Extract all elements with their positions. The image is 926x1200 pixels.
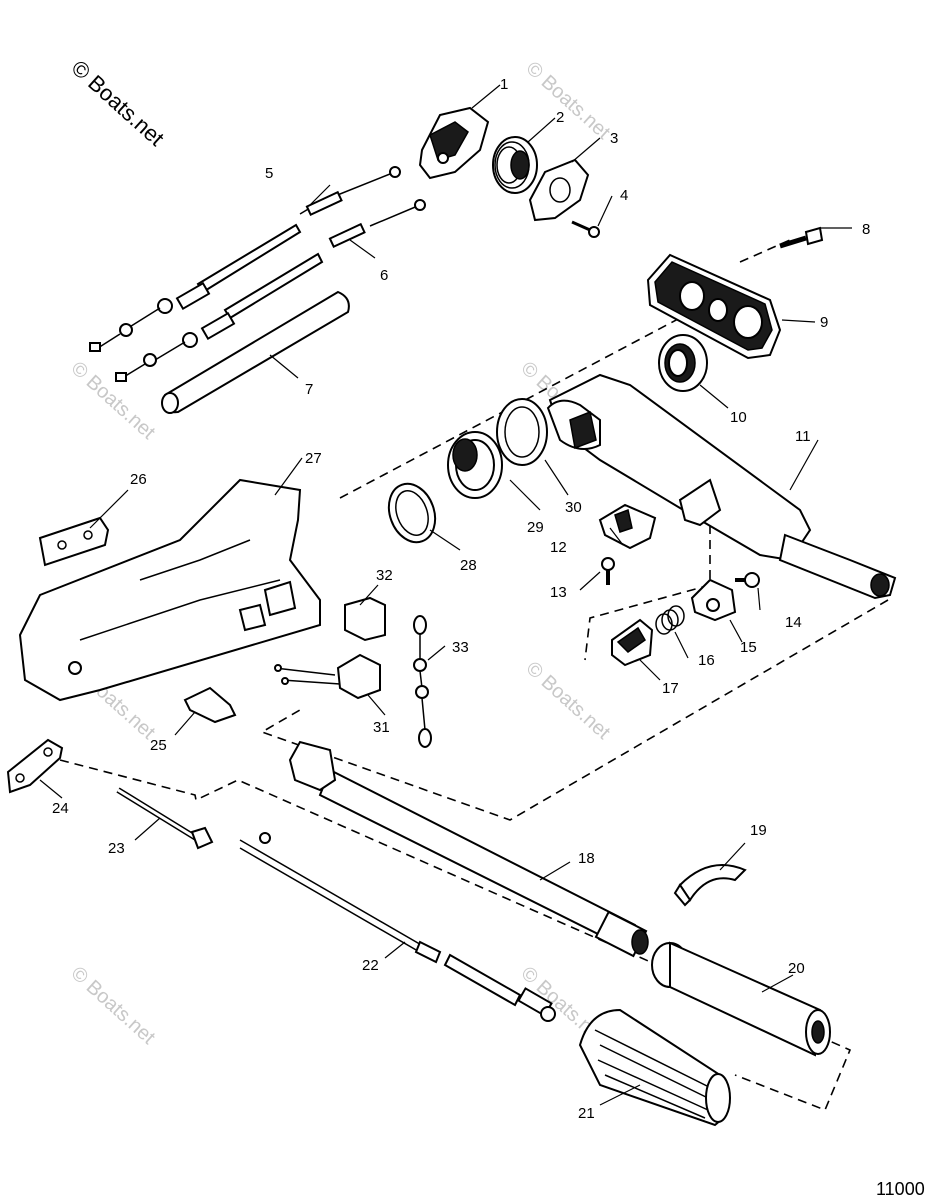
- part-25-clip: [183, 686, 237, 724]
- callout-4: 4: [620, 187, 628, 204]
- part-5-cable: [89, 166, 401, 352]
- figure-number: 11000: [876, 1179, 925, 1199]
- part-3-plate: [528, 158, 590, 222]
- callout-19: 19: [750, 822, 767, 839]
- watermark-faint-5: © Boats.net: [522, 657, 615, 744]
- part-10-grommet: [658, 334, 708, 392]
- part-12-clip: [598, 503, 657, 550]
- part-22-cable: [239, 832, 556, 1022]
- callout-25: 25: [150, 737, 167, 754]
- watermark-faint-6: © Boats.net: [67, 962, 160, 1049]
- part-8-bolt: [779, 226, 824, 249]
- callout-15: 15: [740, 639, 757, 656]
- callout-14: 14: [785, 614, 802, 631]
- callout-13: 13: [550, 584, 567, 601]
- callout-7: 7: [305, 381, 313, 398]
- callout-20: 20: [788, 960, 805, 977]
- callout-2: 2: [556, 109, 564, 126]
- callout-24: 24: [52, 800, 69, 817]
- callout-27: 27: [305, 450, 322, 467]
- part-14-screw: [735, 572, 760, 588]
- part-7-hose: [161, 290, 350, 414]
- part-30-washer: [496, 398, 548, 466]
- part-1-cam-housing: [418, 106, 490, 180]
- leader-lines: [39, 84, 852, 1106]
- callout-28: 28: [460, 557, 477, 574]
- part-2-spring: [492, 136, 538, 194]
- callout-32: 32: [376, 567, 393, 584]
- callout-31: 31: [373, 719, 390, 736]
- part-32-clip: [344, 596, 386, 642]
- callout-17: 17: [662, 680, 679, 697]
- part-4-screw: [571, 220, 600, 238]
- callout-10: 10: [730, 409, 747, 426]
- callout-16: 16: [698, 652, 715, 669]
- part-6-cable: [115, 199, 426, 382]
- callout-33: 33: [452, 639, 469, 656]
- part-23-bolt: [116, 787, 214, 850]
- part-21-grip: [578, 1008, 731, 1127]
- part-31-switch: [274, 653, 381, 700]
- part-9-cover: [646, 253, 782, 360]
- callout-21: 21: [578, 1105, 595, 1122]
- part-13-screw: [601, 557, 615, 585]
- part-17-knob: [611, 618, 654, 667]
- part-24-bracket: [6, 738, 64, 794]
- part-18-tube: [288, 740, 649, 958]
- part-27-bracket-casting: [18, 478, 321, 702]
- callout-29: 29: [527, 519, 544, 536]
- callouts: 1 2 3 4 5 6 7 8 9 10 11 12 13 14 15 16 1…: [52, 76, 870, 1122]
- callout-1: 1: [500, 76, 508, 93]
- callout-3: 3: [610, 130, 618, 147]
- part-33-lanyard: [413, 615, 432, 748]
- callout-5: 5: [265, 165, 273, 182]
- watermark-main: © Boats.net: [67, 55, 169, 151]
- part-26-pad: [38, 516, 110, 567]
- part-29-bushing: [447, 431, 503, 499]
- part-20-grip-sleeve: [651, 941, 831, 1057]
- callout-8: 8: [862, 221, 870, 238]
- callout-23: 23: [108, 840, 125, 857]
- callout-18: 18: [578, 850, 595, 867]
- callout-6: 6: [380, 267, 388, 284]
- part-19-shim: [673, 864, 747, 907]
- callout-9: 9: [820, 314, 828, 331]
- callout-22: 22: [362, 957, 379, 974]
- part-16-spring: [655, 605, 685, 635]
- part-28-ring: [387, 482, 437, 544]
- callout-26: 26: [130, 471, 147, 488]
- callout-12: 12: [550, 539, 567, 556]
- watermark-faint-1: © Boats.net: [522, 57, 615, 144]
- callout-30: 30: [565, 499, 582, 516]
- watermark-faint-2: © Boats.net: [67, 357, 160, 444]
- part-11-tiller-arm: [546, 373, 897, 600]
- callout-11: 11: [795, 428, 811, 445]
- part-15-block: [690, 578, 737, 622]
